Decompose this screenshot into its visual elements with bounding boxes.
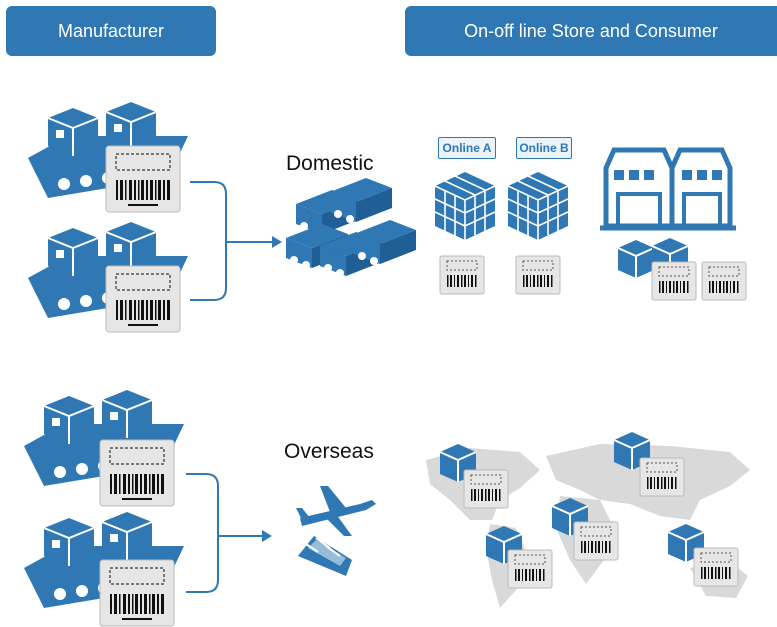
barcode-label-icon — [573, 521, 619, 561]
barcode-label-icon — [105, 265, 181, 333]
online-a-tag: Online A — [438, 137, 496, 159]
barcode-label-icon — [515, 255, 561, 295]
domestic-label: Domestic — [286, 152, 374, 175]
online-b-tag: Online B — [516, 137, 572, 159]
barcode-label-icon — [463, 469, 509, 509]
barcode-label-icon — [701, 261, 747, 301]
domestic-connector — [190, 181, 227, 301]
overseas-label: Overseas — [284, 440, 374, 463]
manufacturer-header-label: Manufacturer — [57, 20, 165, 41]
barcode-label-icon — [99, 559, 175, 627]
barcode-label-icon — [105, 145, 181, 213]
barcode-label-icon — [439, 255, 485, 295]
box-cluster-icon — [617, 239, 655, 279]
cargo-ship-icon — [298, 536, 352, 576]
store-consumer-header: On-off line Store and Consumer — [405, 6, 777, 56]
overseas-connector — [186, 473, 219, 593]
airplane-icon — [296, 486, 376, 536]
barcode-label-icon — [99, 439, 175, 507]
overseas-arrowhead — [262, 530, 272, 542]
online-store-b-cubes-icon — [507, 171, 569, 241]
warehouse-icon — [600, 147, 736, 231]
domestic-arrowhead — [272, 236, 282, 248]
barcode-label-icon — [651, 261, 697, 301]
store-consumer-header-label: On-off line Store and Consumer — [464, 20, 718, 41]
barcode-label-icon — [639, 457, 685, 497]
barcode-label-icon — [507, 549, 553, 589]
barcode-label-icon — [693, 547, 739, 587]
online-store-a-cubes-icon — [434, 171, 496, 241]
truck-fleet-icon — [286, 178, 416, 277]
manufacturer-header: Manufacturer — [6, 6, 216, 56]
